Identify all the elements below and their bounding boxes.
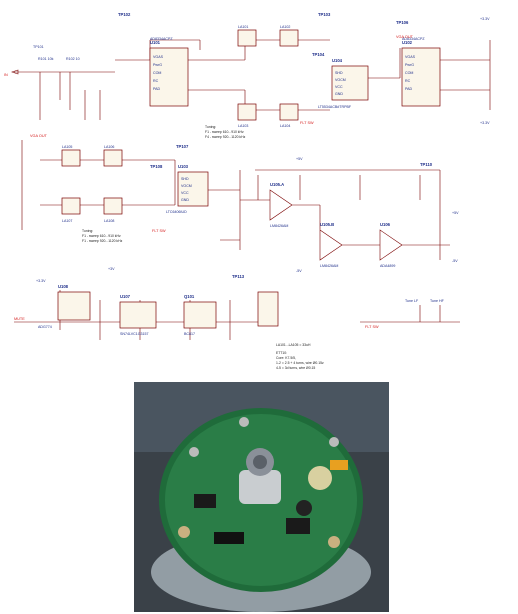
supply-5v-2: +5V [452,211,459,215]
u108-part: SN74LVC1G3157 [120,332,149,336]
tuning2-line-2: F1 - sweep 920...1120 kHz [82,239,123,243]
pcb-photo [134,382,389,612]
supply-m5v-2: -5V [452,259,458,263]
tp-label-12: TP113 [232,274,245,279]
supply-3v: +3V [108,267,115,271]
footnote: LA101...LA105 = 33uH ETT10: Core: K7.5/5… [276,343,324,370]
tp-label-6: TP107 [176,144,189,149]
u104-ref: U104 [332,58,343,63]
supply-2: +3.3V [480,121,490,125]
q101-part: BC817 [184,332,195,336]
footnote-2: Core: K7.5/5, [276,356,296,360]
supply-m5v: -5V [296,269,302,273]
u102-part: AD8334ACPZ [402,37,425,41]
test-points: TP102 TP103 TP104 TP106 TP107 TP108 TP11… [118,12,433,279]
u103-part: LTC6406IUD [166,210,187,214]
q101-ref: Q101 [184,294,195,299]
u103-pin-2: VCC [181,191,189,195]
supply-3v3: +3.3V [36,279,46,283]
tuning-line-0: Tuning: [205,125,216,129]
u101-ref: U101 [150,40,161,45]
u107-ref: U108 [58,284,69,289]
opamp-section: U105.A LM8426AM U105.B LM8426AM U106 ADA… [240,157,459,273]
u101-part: AD8334ACPZ [150,37,173,41]
la102: LA102 [280,25,290,29]
tuning2-line-0: Tuning: [82,229,93,233]
tp-label-9: TP110 [420,162,433,167]
net-mute: MUTE [14,317,25,321]
tuning-line-2: F4 - sweep 920...1120 kHz [205,135,246,139]
u103: U103 LTC6406IUD SHD VOCM VCC GND FLT SW [152,164,241,250]
la108: LA108 [104,219,114,223]
u103-pin-3: GND [181,198,189,202]
u103-pin-0: SHD [181,177,189,181]
u106-ref: U106 [380,222,391,227]
footnote-1: ETT10: [276,351,287,355]
r101: R101 10k [38,57,54,61]
tp-label-2: TP103 [318,12,331,17]
tp-label-3: TP104 [312,52,325,57]
u108-ref: U107 [120,294,131,299]
net-vga-out-2: VGA OUT [30,134,48,138]
la107: LA107 [62,219,72,223]
u104: U104 LT5534ACB#TRPBF SHD VOCM VCC GND FL… [300,58,369,125]
u102-pin-2: COM [405,71,413,75]
u106-part: ADA4899 [380,264,395,268]
tp-label-7: TP108 [150,164,163,169]
footnote-4: 4-5 = 3d turns, wire Ø0.15 [276,366,315,370]
tuning-line-1: F1 - sweep 610...910 kHz [205,130,244,134]
u101-pin-0: VGAS [153,55,164,59]
supply-1: +3.3V [480,17,490,21]
supply-5v: +5V [296,157,303,161]
la101: LA101 [238,25,248,29]
u104-pin-3: GND [335,92,343,96]
tune-switches: Tune LF Tune HF FLT SW [360,299,460,329]
u101: U101 AD8334ACPZ VGAS PwrG COM RC PAD [149,37,189,107]
u105a-part: LM8426AM [270,224,288,228]
u104-pin-1: VOCM [335,78,346,82]
net-flt-sw-3: FLT SW [365,325,379,329]
u102-pin-4: PAD [405,87,413,91]
tp-label-5: TP106 [396,20,409,25]
footnote-3: 1-2 = 2.5 + 4 turns, wire Ø0.15z [276,361,324,365]
u103-ref: U103 [178,164,189,169]
filter-upper: LA101 LA102 LA103 LA104 Tuning: F1 - swe… [188,25,330,139]
la104: LA104 [280,124,290,128]
tune-hf: Tune HF [430,299,445,303]
circuit-schematic: IN TP101 R101 10k R102 10 U101 AD8334ACP… [4,12,491,370]
u101-pin-3: RC [153,79,159,83]
net-vga-out-1: VGA OUT [396,35,414,39]
u101-pin-4: PAD [153,87,161,91]
u102-pin-0: VGAS [405,55,416,59]
tune-lf: Tune LF [405,299,419,303]
u105b-part: LM8426AM [320,264,338,268]
u104-pin-2: VCC [335,85,343,89]
net-flt-sw-2: FLT SW [152,229,166,233]
input-net-label: IN [4,73,8,77]
footnote-0: LA101...LA105 = 33uH [276,343,311,347]
la106: LA106 [104,145,114,149]
tp101: TP101 [33,45,44,49]
u105b-ref: U105.B [320,222,334,227]
u101-pin-1: PwrG [153,63,162,67]
u102-pin-1: PwrG [405,63,414,67]
u105a-ref: U105.A [270,182,284,187]
filter-lower: LA105 LA106 LA107 LA108 VGA OUT Tuning: … [21,134,176,243]
la103: LA103 [238,124,248,128]
tp-label-1: TP102 [118,12,131,17]
u102-ref: U102 [402,40,413,45]
u101-pin-2: COM [153,71,161,75]
r102: R102 10 [66,57,80,61]
u107-part: ADG774 [38,325,52,329]
la105: LA105 [62,145,72,149]
tuning2-line-1: F1 - sweep 610...910 kHz [82,234,121,238]
bottom-section: U108 ADG774 U107 SN74LVC1G3157 Q101 BC81… [14,267,279,340]
u104-pin-0: SHD [335,71,343,75]
u104-part: LT5534ACB#TRPBF [318,105,352,109]
u102-pin-3: RC [405,79,411,83]
u102: U102 AD8334ACPZ VGAS PwrG COM RC PAD VGA… [368,17,491,125]
net-flt-sw-1: FLT SW [300,121,314,125]
u103-pin-1: VOCM [181,184,192,188]
